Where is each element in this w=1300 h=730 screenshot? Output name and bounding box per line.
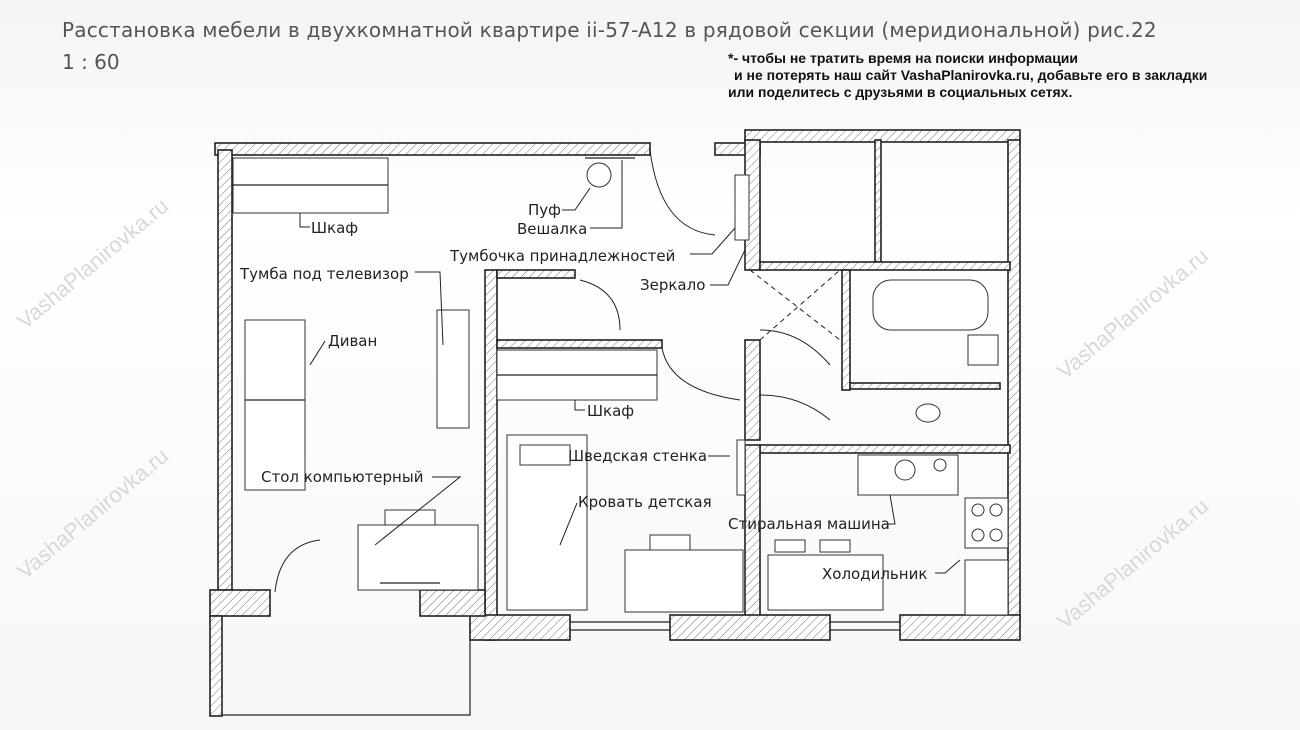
walls <box>209 129 1021 717</box>
watermark: VashaPlanirovka.ru <box>12 193 173 334</box>
watermark: VashaPlanirovka.ru <box>1052 243 1213 384</box>
label-tv-stand: Тумба под телевизор <box>239 265 409 283</box>
dining-table <box>767 554 884 611</box>
label-mirror: Зеркало <box>640 276 705 294</box>
scale-label: 1 : 60 <box>62 50 120 74</box>
note-line: *- чтобы не тратить время на поиски инфо… <box>728 50 1079 66</box>
watermark: VashaPlanirovka.ru <box>1052 493 1213 634</box>
label-hanger: Вешалка <box>517 220 587 238</box>
bookmark-note: *- чтобы не тратить время на поиски инфо… <box>728 50 1207 101</box>
pouf <box>586 162 612 188</box>
accessories-cabinet <box>734 174 750 241</box>
fridge <box>964 559 1009 616</box>
chair <box>649 534 691 551</box>
computer-desk <box>357 524 479 591</box>
bathtub <box>872 279 989 331</box>
note-line: или поделитесь с друзьями в социальных с… <box>728 84 1073 100</box>
leader-lines <box>299 160 961 574</box>
stove <box>964 497 1009 549</box>
sofa <box>244 319 306 491</box>
pillow <box>519 444 571 466</box>
wall-bars <box>736 439 746 496</box>
label-sofa: Диван <box>328 332 377 350</box>
sink <box>967 334 999 366</box>
watermark: VashaPlanirovka.ru <box>12 443 173 584</box>
balcony-edge <box>222 640 471 716</box>
toilet <box>915 403 941 423</box>
label-washing-machine: Стиральная машина <box>728 515 890 533</box>
note-line: и не потерять наш сайт VashaPlanirovka.r… <box>734 67 1208 83</box>
label-pouf: Пуф <box>528 201 561 219</box>
desk-kids <box>624 549 744 613</box>
label-fridge: Холодильник <box>822 565 927 583</box>
label-computer-desk: Стол компьютерный <box>261 468 423 486</box>
label-kids-bed: Кровать детская <box>578 493 712 511</box>
label-wardrobe-living: Шкаф <box>311 219 358 237</box>
doors <box>274 149 841 593</box>
label-wall-bars: Шведская стенка <box>568 447 707 465</box>
furniture <box>232 157 1009 616</box>
page-title: Расстановка мебели в двухкомнатной кварт… <box>62 18 1157 42</box>
label-wardrobe-kids: Шкаф <box>587 402 634 420</box>
label-accessories-cabinet: Тумбочка принадлежностей <box>449 247 675 265</box>
labels: Шкаф Тумба под телевизор Диван Пуф Вешал… <box>239 201 927 583</box>
